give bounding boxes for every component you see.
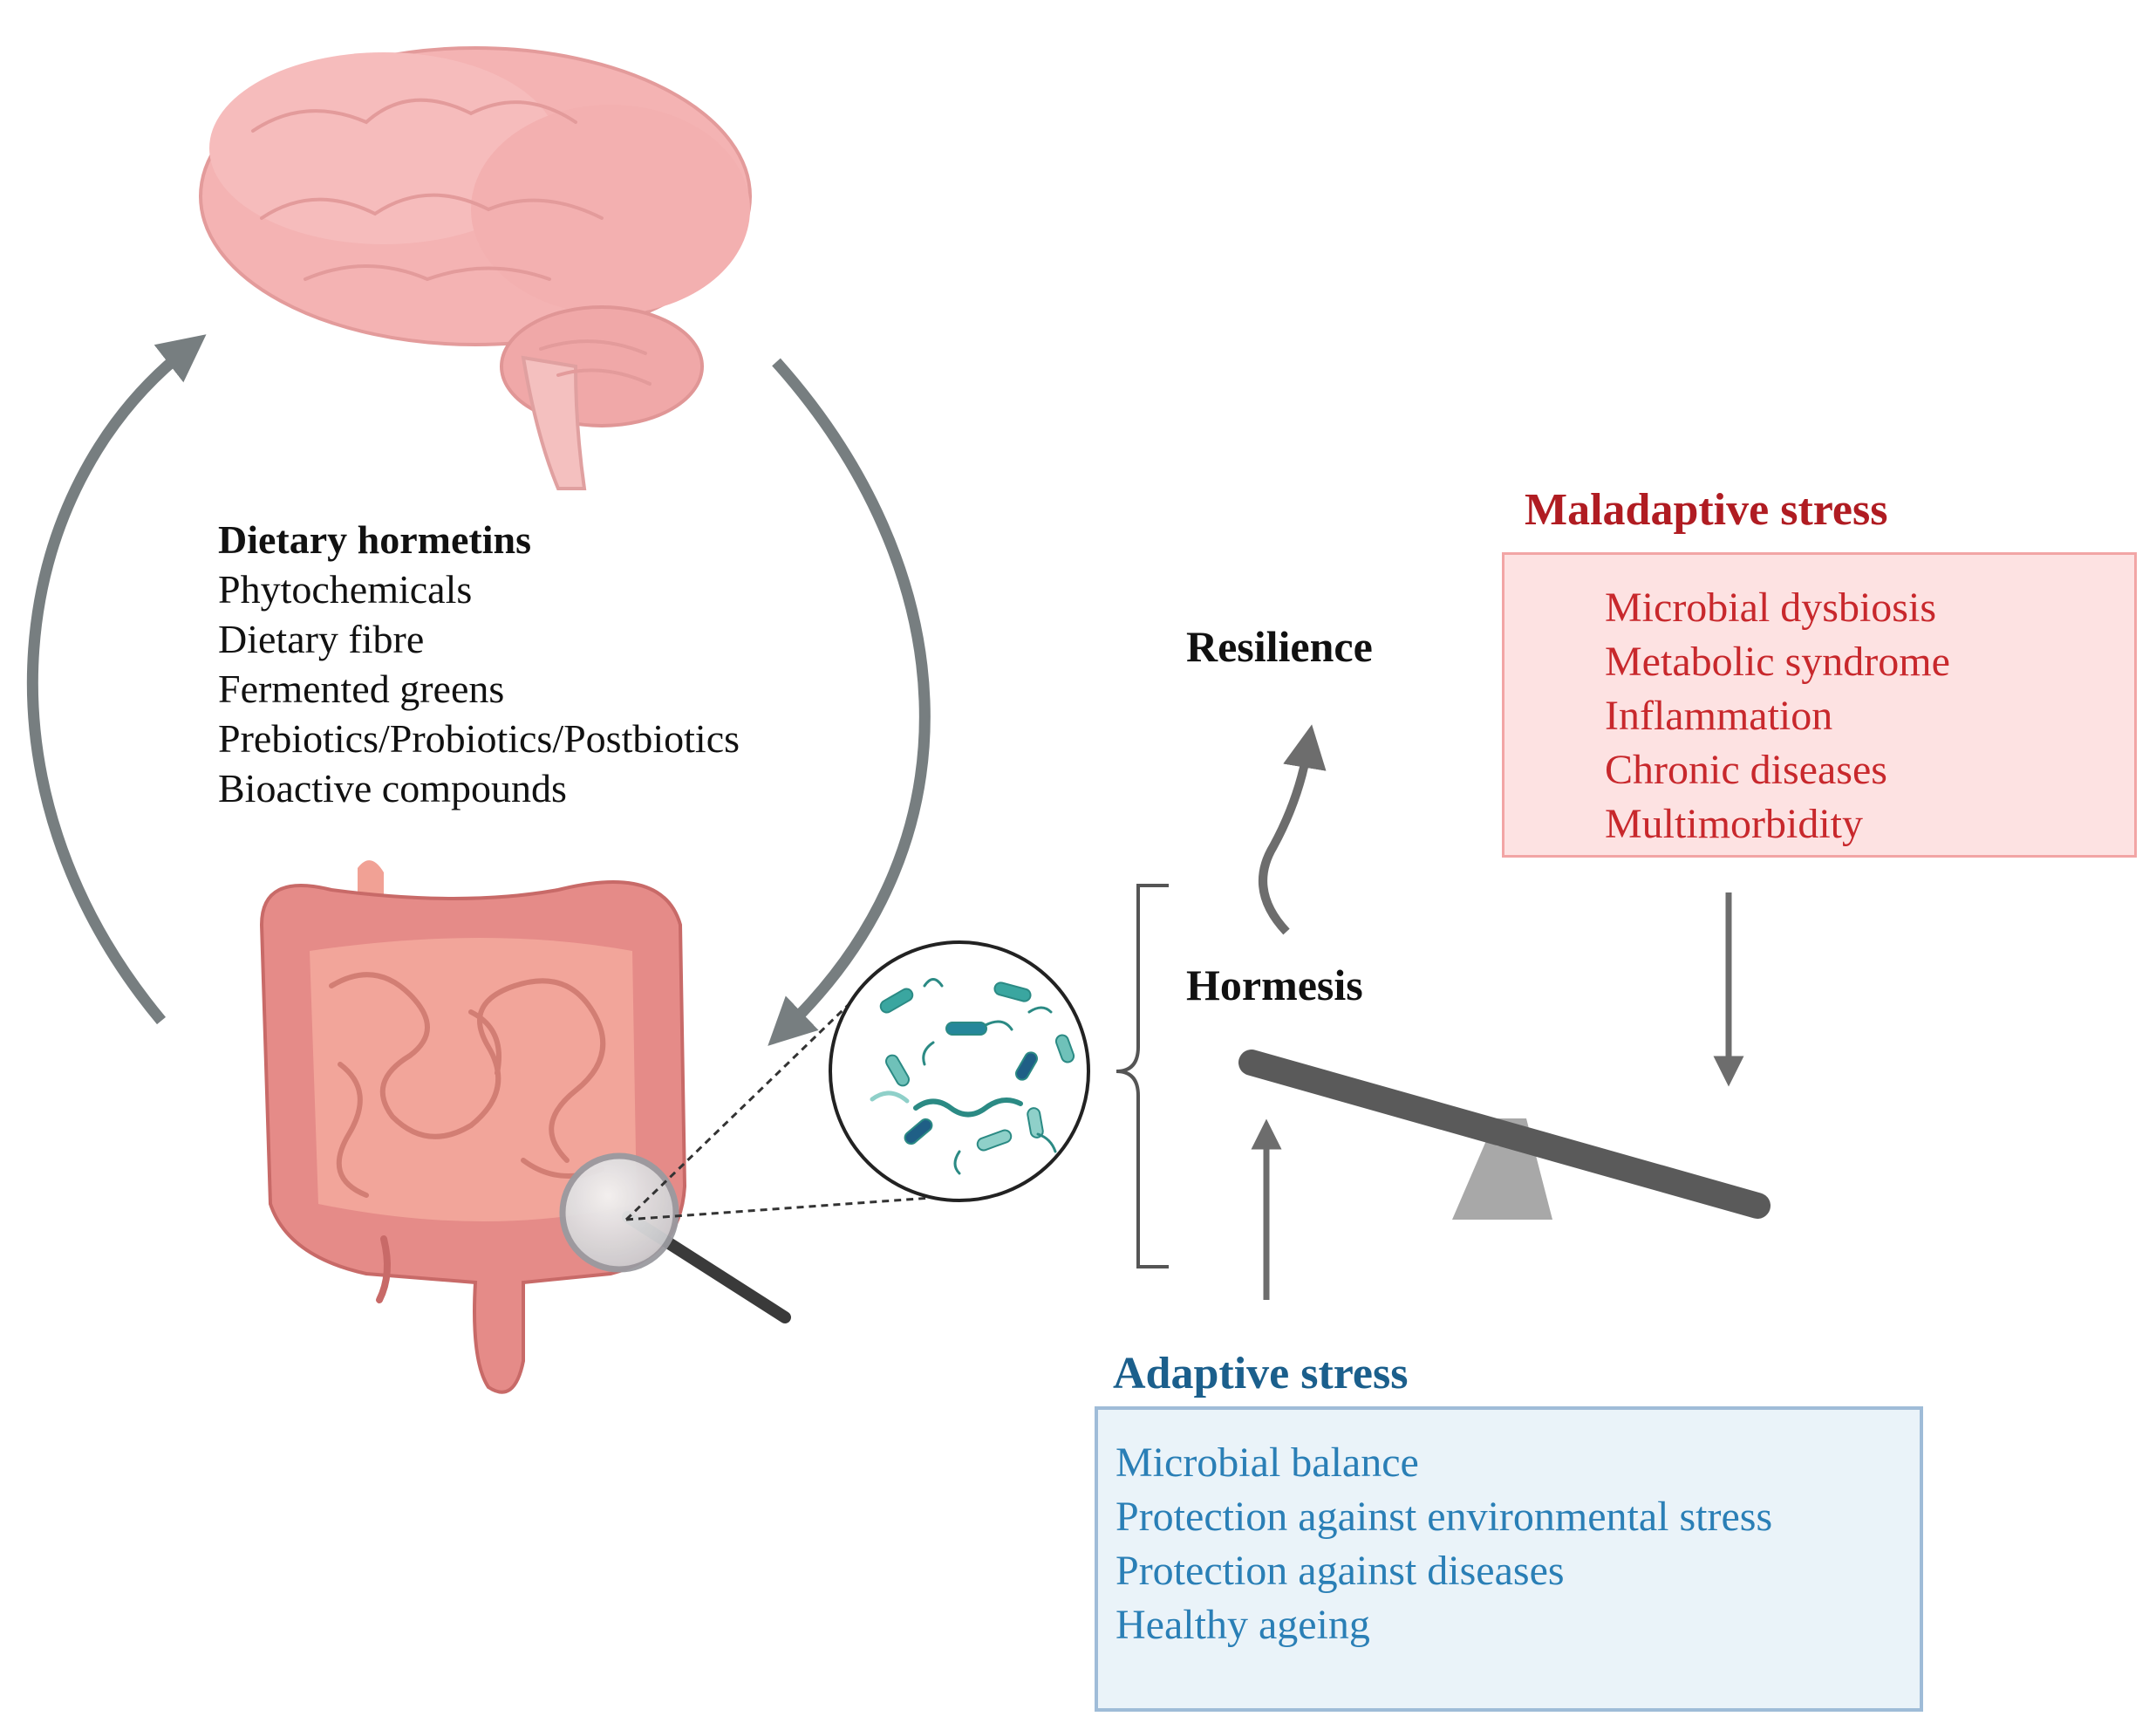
- seesaw-icon: [1238, 1050, 1771, 1220]
- adaptive-stress-title: Adaptive stress: [1113, 1349, 1409, 1398]
- adaptive-stress-list: Microbial balance Protection against env…: [1116, 1436, 1772, 1652]
- maladaptive-item: Multimorbidity: [1605, 801, 1864, 847]
- adaptive-item: Protection against environmental stress: [1116, 1494, 1773, 1540]
- magnifier-icon: [559, 1152, 791, 1323]
- hormetin-item: Dietary fibre: [218, 617, 425, 661]
- maladaptive-item: Chronic diseases: [1605, 747, 1887, 793]
- hormetin-item: Bioactive compounds: [218, 766, 567, 810]
- brain-illustration: [199, 46, 752, 490]
- brain-to-gut-arrow: [768, 358, 931, 1046]
- hormetin-item: Fermented greens: [218, 667, 505, 711]
- zoom-line-lower: [625, 1193, 969, 1221]
- adaptive-item: Protection against diseases: [1116, 1548, 1565, 1594]
- resilience-label: Resilience: [1186, 622, 1373, 671]
- maladaptive-stress-title: Maladaptive stress: [1525, 485, 1888, 535]
- maladaptive-item: Metabolic syndrome: [1605, 639, 1950, 685]
- dietary-hormetins-list: Dietary hormetins Phytochemicals Dietary…: [218, 515, 740, 813]
- hormesis-bracket: [1116, 884, 1169, 1268]
- adaptive-item: Microbial balance: [1116, 1439, 1419, 1486]
- hormetin-item: Phytochemicals: [218, 567, 473, 612]
- hormetin-item: Prebiotics/Probiotics/Postbiotics: [218, 716, 740, 761]
- maladaptive-stress-list: Microbial dysbiosis Metabolic syndrome I…: [1605, 581, 1950, 851]
- adaptive-item: Healthy ageing: [1116, 1602, 1370, 1648]
- hormesis-label: Hormesis: [1186, 961, 1363, 1009]
- maladaptive-item: Inflammation: [1605, 693, 1833, 739]
- resilience-arrow: [1259, 724, 1327, 935]
- gut-to-brain-arrow: [26, 334, 207, 1025]
- adaptive-stress-box: Microbial balance Protection against env…: [1095, 1406, 1923, 1712]
- zoom-line-upper: [624, 988, 865, 1221]
- maladaptive-stress-box: Microbial dysbiosis Metabolic syndrome I…: [1502, 552, 2137, 858]
- intestine-illustration: [259, 860, 687, 1394]
- microbiome-zoom-circle: [829, 940, 1090, 1202]
- dietary-hormetins-title: Dietary hormetins: [218, 517, 531, 562]
- maladaptive-item: Microbial dysbiosis: [1605, 585, 1936, 631]
